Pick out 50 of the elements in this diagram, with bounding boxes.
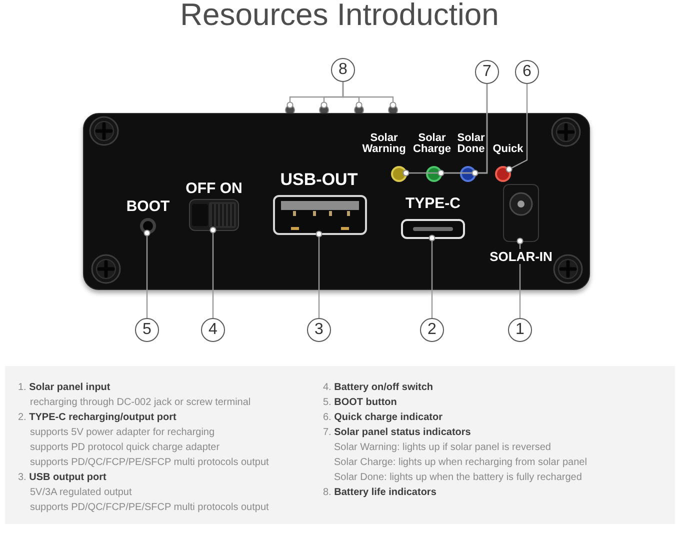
device-panel (83, 113, 590, 290)
item-description: supports PD/QC/FCP/PE/SFCP multi protocols output (30, 456, 269, 470)
panel-label: SOLAR-IN (488, 249, 554, 264)
leader-line (506, 84, 528, 173)
leader-line (210, 226, 216, 318)
numbered-item: 8. Battery life indicators (323, 486, 436, 500)
leader-line (472, 84, 488, 176)
panel-label: Quick (492, 144, 524, 155)
item-description: Solar Warning: lights up if solar panel is reversed (334, 441, 551, 455)
leader-line (428, 234, 436, 318)
leader-line (316, 230, 322, 318)
callout-number: 2 (420, 318, 444, 342)
item-description: 5V/3A regulated output (30, 486, 132, 500)
callout-number: 3 (307, 318, 331, 342)
push-button (140, 218, 156, 234)
callout-number: 6 (515, 60, 539, 84)
usb-c-port (401, 219, 465, 239)
led-indicator (391, 166, 407, 182)
usb-port (273, 195, 367, 235)
panel-label: BOOT (126, 199, 170, 214)
leader-line (516, 238, 524, 318)
item-description: supports 5V power adapter for recharging (30, 426, 215, 440)
slide-switch (189, 199, 239, 231)
page-title: Resources Introduction (180, 0, 499, 30)
item-description: Solar Charge: lights up when recharging from solar panel (334, 456, 587, 470)
dc-jack (503, 184, 539, 242)
panel-label: OFF ON (186, 181, 242, 196)
numbered-item: 3. USB output port (18, 471, 106, 485)
panel-label: Solar Charge (413, 133, 451, 155)
numbered-item: 7. Solar panel status indicators (323, 426, 471, 440)
callout-number: 4 (201, 318, 225, 342)
item-description: Solar Done: lights up when the battery is fully recharged (334, 471, 582, 485)
numbered-item: 1. Solar panel input (18, 381, 110, 395)
panel-label: Solar Warning (362, 133, 406, 155)
item-description: supports PD/QC/FCP/PE/SFCP multi protocols output (30, 501, 269, 515)
panel-label: USB-OUT (280, 171, 358, 188)
callout-number: 7 (475, 60, 499, 84)
numbered-item: 4. Battery on/off switch (323, 381, 434, 395)
leader-line (342, 82, 396, 108)
callout-number: 5 (135, 318, 159, 342)
callout-number: 8 (331, 58, 355, 82)
panel-label: TYPE-C (406, 196, 460, 211)
item-description: recharging through DC-002 jack or screw terminal (30, 396, 251, 410)
numbered-item: 5. BOOT button (323, 396, 397, 410)
item-description: supports PD protocol quick charge adapter (30, 441, 220, 455)
callout-number: 1 (508, 318, 532, 342)
leader-line (144, 230, 150, 318)
panel-label: Solar Done (457, 133, 485, 155)
numbered-item: 2. TYPE-C recharging/output port (18, 411, 176, 425)
numbered-item: 6. Quick charge indicator (323, 411, 442, 425)
